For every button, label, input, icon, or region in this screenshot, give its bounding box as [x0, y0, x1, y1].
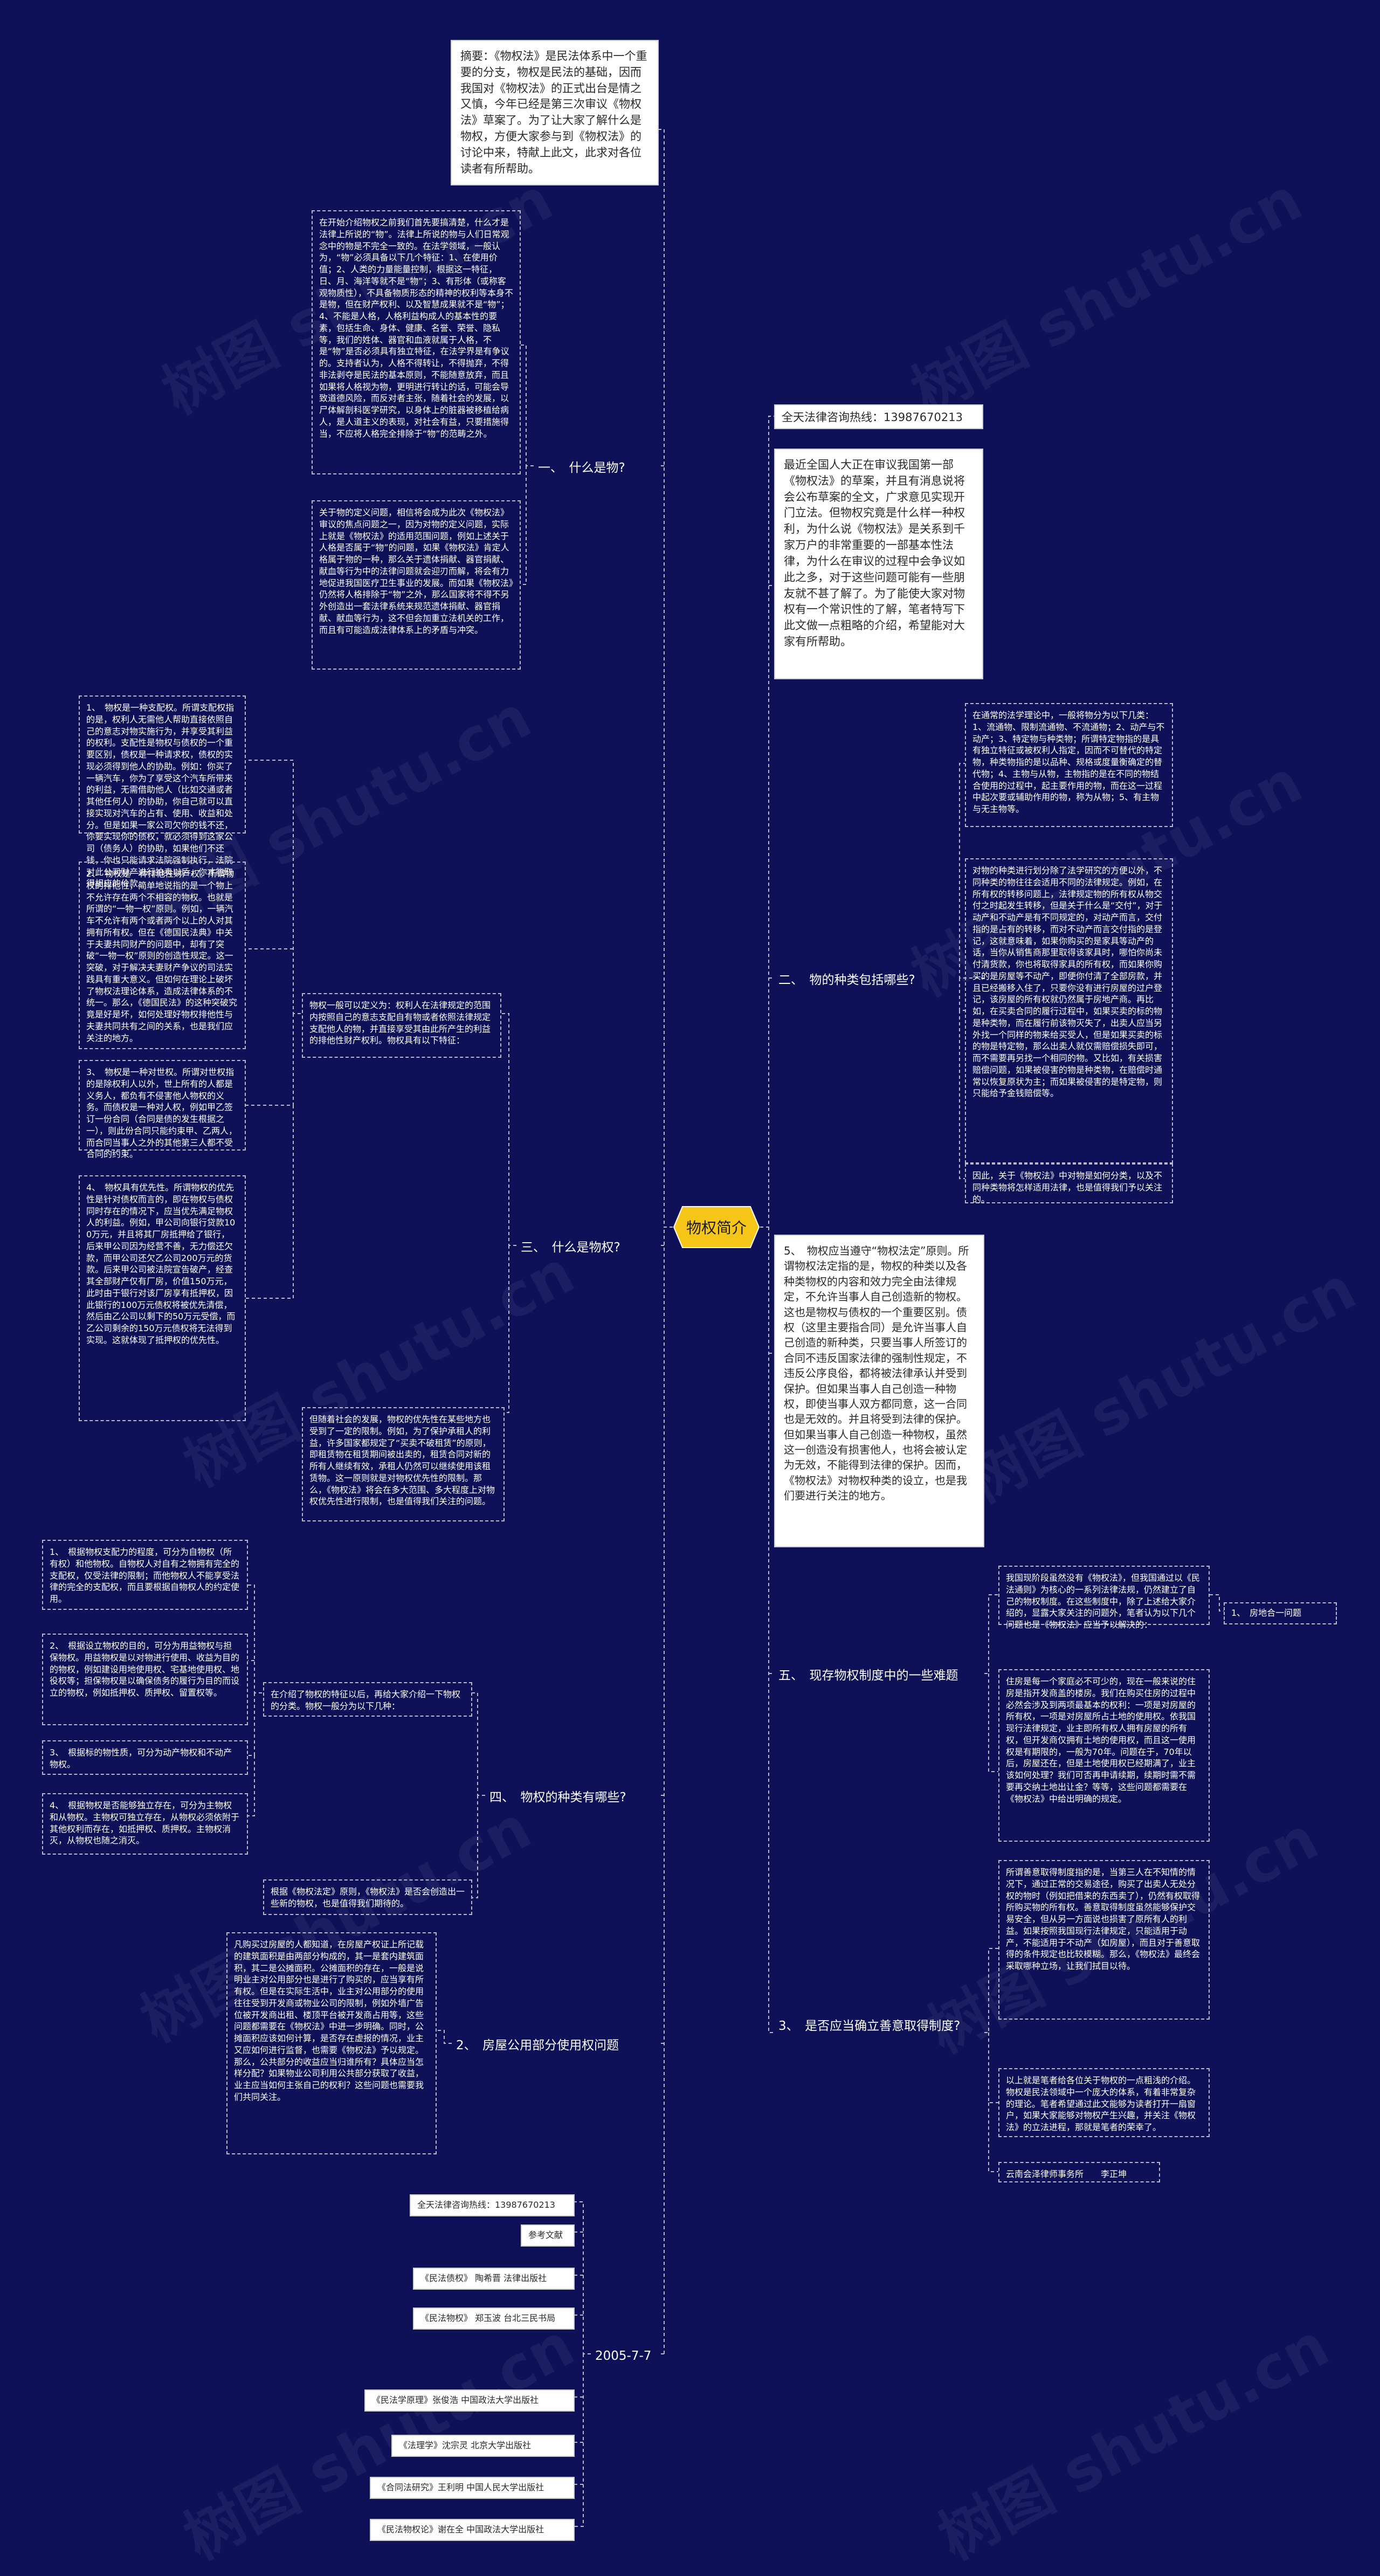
leaf-house-land[interactable]: 1、 房地合一问题 [1224, 1602, 1337, 1624]
sec1-detail-1: 在开始介绍物权之前我们首先要搞清楚，什么才是法律上所说的“物”。法律上所说的物与… [312, 210, 521, 474]
section-difficulties[interactable]: 五、 现存物权制度中的一些难题 [778, 1669, 958, 1683]
connector [521, 466, 527, 585]
sec4-class-4: 4、 根据物权是否能够独立存在，可分为主物权和从物权。主物权可独立存在，从物权必… [42, 1793, 248, 1855]
date-node[interactable]: 2005-7-7 [595, 2349, 652, 2363]
section-real-right-types[interactable]: 四、 物权的种类有哪些? [489, 1790, 626, 1804]
sec2-detail-3: 因此，关于《物权法》中对物是如何分类，以及不同种类物将怎样适用法律，也是值得我们… [965, 1163, 1173, 1204]
connector [246, 1105, 294, 1299]
connector [521, 345, 534, 466]
connector [959, 1010, 965, 1179]
connector [246, 760, 301, 1014]
sec8-detail: 凡购买过房屋的人都知道，在房屋产权证上所记载的建筑面积是由两部分构成的，其一是套… [226, 1932, 437, 2154]
sec6-detail-1: 我国现阶段虽然没有《物权法》，但我国通过以《民法通则》为核心的一系列法律法规，仍… [998, 1566, 1210, 1630]
sec3-point-4: 4、 物权具有优先性。所谓物权的优先性是针对债权而言的，即在物权与债权同时存在的… [79, 1175, 246, 1421]
connector [1210, 1594, 1224, 1611]
connector [472, 1795, 478, 1898]
connector [248, 1693, 255, 1756]
center-title: 物权简介 [686, 1219, 747, 1237]
section-what-is-thing[interactable]: 一、 什么是物? [538, 461, 625, 475]
connector [988, 1673, 998, 1772]
connector [437, 2030, 452, 2044]
hotline-box[interactable]: 全天法律咨询热线：13987670213 [774, 404, 983, 429]
connector [248, 1585, 262, 1693]
section-thing-types[interactable]: 二、 物的种类包括哪些? [778, 973, 915, 987]
connector [760, 416, 774, 1228]
sec4-class-2: 2、 根据设立物权的目的，可分为用益物权与担保物权。用益物权是以对物进行使用、收… [42, 1634, 248, 1725]
ref-item: 《民法物权论》谢在全 中国政法大学出版社 [370, 2519, 575, 2541]
sec7-detail-2: 以上就是笔者给各位关于物权的一点粗浅的介绍。物权是民法领域中一个庞大的体系，有着… [998, 2068, 1210, 2137]
sec2-detail-1: 在通常的法学理论中，一般将物分为以下几类：1、流通物、限制流通物、不流通物；2、… [965, 703, 1173, 827]
ref-title: 参考文献 [521, 2224, 575, 2247]
ref-item: 《民法学原理》张俊浩 中国政法大学出版社 [364, 2389, 575, 2412]
intro-box[interactable]: 最近全国人大正在审议我国第一部《物权法》的草案，并且有消息说将会公布草案的全文，… [774, 449, 983, 679]
connector [988, 2033, 998, 2103]
connector [984, 1948, 998, 2033]
sec3-point-1: 1、 物权是一种支配权。所谓支配权指的是，权利人无需他人帮助直接依照自己的意志对… [79, 695, 246, 888]
connector [959, 763, 984, 979]
sec3-point-5: 但随着社会的发展，物权的优先性在某些地方也受到了一定的限制。例如，为了保护承租人… [302, 1407, 505, 1521]
ref-item: 《合同法研究》王利明 中国人民大学出版社 [370, 2477, 575, 2499]
sec3-point-3: 3、 物权是一种对世权。所谓对世权指的是除权利人以外，世上所有的人都是义务人，都… [79, 1060, 246, 1159]
author-line: 云南会泽律师事务所 李正坤 [998, 2162, 1160, 2182]
sec3-point-2: 2、 物权是一种排他性财产权。所谓物权的排他性，简单地说指的是一个物上不允许存在… [79, 862, 246, 1049]
sec4-intro: 在介绍了物权的特征以后，再给大家介绍一下物权的分类。物权一般分为以下几种： [263, 1682, 472, 1717]
abstract-box[interactable]: 摘要：《物权法》是民法体系中一个重要的分支，物权是民法的基础，因而我国对《物权法… [451, 40, 659, 185]
connector [659, 129, 673, 1228]
section-public-parts[interactable]: 2、 房屋公用部分使用权问题 [456, 2038, 619, 2052]
ref-item: 《民法债权》 陶希晋 法律出版社 [413, 2268, 575, 2290]
center-hexagon [673, 1206, 760, 1248]
sec4-class-3: 3、 根据标的物性质，可分为动产物权和不动产物权。 [42, 1740, 248, 1775]
section-good-faith[interactable]: 3、 是否应当确立善意取得制度? [778, 2019, 961, 2033]
connector [505, 1245, 509, 1413]
connector [472, 1692, 485, 1796]
connector [575, 2201, 591, 2354]
sec7-detail-1: 所谓善意取得制度指的是，当第三人在不知情的情况下，通过正常的交易途径，购买了出卖… [998, 1860, 1210, 2020]
ref-hotline: 全天法律咨询热线：13987670213 [410, 2194, 575, 2216]
sec2-detail-2: 对物的种类进行划分除了法学研究的方便以外，不同种类的物往往会适用不同的法律规定。… [965, 858, 1173, 1163]
sec3-intro: 物权一般可以定义为：权利人在法律规定的范围内按照自己的意志支配自有物或者依照法律… [302, 993, 501, 1058]
ref-item: 《民法物权》 郑玉波 台北三民书局 [413, 2308, 575, 2330]
section-what-is-real-right[interactable]: 三、 什么是物权? [521, 1241, 620, 1255]
ref-item: 《法理学》沈宗灵 北京大学出版社 [391, 2435, 575, 2457]
connector [246, 1014, 294, 1106]
sec4-class-1: 1、 根据物权支配力的程度，可分为自物权（所有权）和他物权。自物权人对自有之物拥… [42, 1540, 248, 1610]
sec6-detail-2: 住房是每一个家庭必不可少的，现在一般来说的住房是指开发商盖的楼房。我们在购买住房… [998, 1669, 1210, 1842]
sec1-detail-2: 关于物的定义问题，相信将会成为此次《物权法》审议的焦点问题之一，因为对物的定义问… [312, 500, 521, 670]
connector [248, 1755, 255, 1816]
connector [768, 1227, 774, 2033]
section-legal-principle[interactable]: 5、 物权应当遵守“物权法定”原则。所谓物权法定指的是，物权的种类以及各种类物权… [774, 1235, 984, 1547]
connector [988, 2103, 998, 2172]
connector [575, 2354, 584, 2527]
center-node[interactable]: 物权简介 [673, 1206, 760, 1249]
sec4-law-note: 根据《物权法定》原则，《物权法》是否会创造出一些新的物权，也是值得我们期待的。 [263, 1879, 472, 1915]
connector [984, 1594, 998, 1674]
connector [501, 1013, 516, 1246]
